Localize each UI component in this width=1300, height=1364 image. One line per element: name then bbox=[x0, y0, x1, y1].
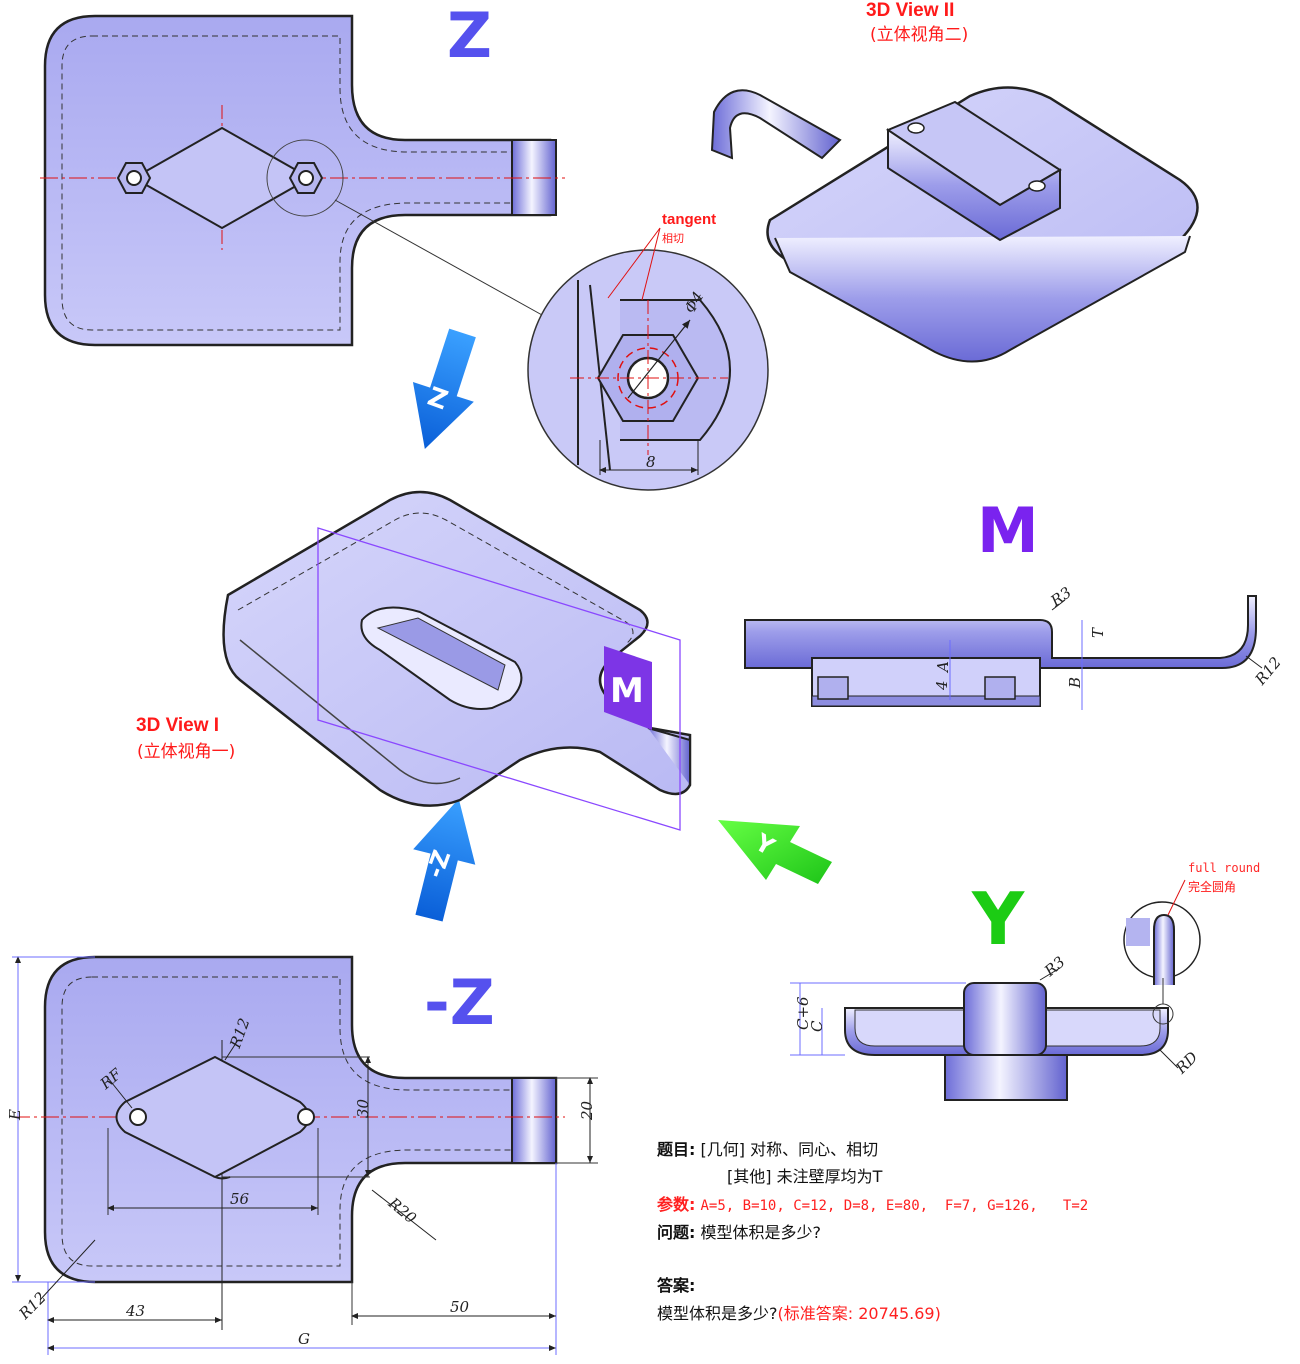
view3d-1-m-label: M bbox=[610, 671, 644, 711]
detail-leader bbox=[334, 199, 561, 326]
dim-r12-bottom: R12 bbox=[15, 1289, 50, 1324]
y-view-boss-lower bbox=[944, 1051, 1068, 1101]
answer-question: 模型体积是多少? bbox=[657, 1304, 778, 1323]
detail-view bbox=[527, 227, 769, 491]
dim-8: 8 bbox=[646, 453, 656, 471]
dim-y-rd: RD bbox=[1171, 1048, 1201, 1078]
view3d-2-hook bbox=[710, 89, 842, 160]
dim-30: 30 bbox=[354, 1098, 372, 1118]
callout-tangent-cn: 相切 bbox=[662, 232, 684, 245]
answer-label: 答案: bbox=[657, 1276, 696, 1295]
dim-20: 20 bbox=[578, 1100, 596, 1121]
problem-question-label: 问题: bbox=[657, 1223, 696, 1242]
problem-params-row: 参数: A=5, B=10, C=12, D=8, E=80, F=7, G=1… bbox=[657, 1191, 1088, 1215]
view3d-1-section-plane bbox=[317, 527, 681, 831]
view-label-y: Y bbox=[971, 877, 1025, 961]
dim-y-c: C bbox=[808, 1020, 826, 1032]
problem-question: 模型体积是多少? bbox=[700, 1223, 822, 1242]
dim-m-a: A bbox=[934, 661, 952, 674]
dim-m-t: T bbox=[1089, 627, 1107, 638]
arrow-neg-z bbox=[413, 798, 476, 922]
dim-e: E bbox=[6, 1109, 24, 1121]
view3d-2 bbox=[710, 86, 1199, 363]
problem-question-row: 问题: 模型体积是多少? bbox=[657, 1219, 821, 1243]
dim-y-r3: R3 bbox=[1040, 953, 1068, 981]
dim-r20: R20 bbox=[384, 1193, 420, 1227]
arrow-y bbox=[718, 820, 832, 884]
m-view-tray bbox=[744, 595, 1257, 669]
dim-50: 50 bbox=[450, 1298, 470, 1316]
view3d-1-subtitle: (立体视角一) bbox=[137, 742, 235, 762]
callout-tangent-en: tangent bbox=[662, 211, 716, 228]
z-view-hole-left bbox=[126, 170, 142, 186]
view-label-z: Z bbox=[447, 0, 492, 72]
callout-full-round-en: full round bbox=[1188, 861, 1260, 875]
dim-g: G bbox=[298, 1330, 310, 1348]
problem-title-label: 题目: bbox=[657, 1140, 696, 1159]
dim-m-r3: R3 bbox=[1047, 583, 1075, 610]
answer-row: 模型体积是多少?(标准答案: 20745.69) bbox=[657, 1300, 941, 1324]
view-label-neg-z: -Z bbox=[424, 966, 495, 1039]
view-label-m: M bbox=[977, 494, 1039, 567]
problem-params: A=5, B=10, C=12, D=8, E=80, F=7, G=126, … bbox=[700, 1198, 1089, 1214]
dim-y-c6: C+6 bbox=[794, 996, 812, 1030]
view3d-2-title: 3D View II bbox=[866, 0, 954, 21]
dim-56: 56 bbox=[230, 1190, 250, 1208]
problem-title-row: 题目: [几何] 对称、同心、相切 bbox=[657, 1136, 878, 1160]
z-view-detail-ring bbox=[266, 139, 344, 217]
view3d-2-subtitle: (立体视角二) bbox=[870, 25, 968, 45]
view3d-1-m-marker bbox=[604, 646, 652, 730]
y-view-hook-bend bbox=[963, 982, 1047, 1056]
z-view-hole-right bbox=[298, 170, 314, 186]
problem-line2: [其他] 未注壁厚均为T bbox=[727, 1167, 883, 1186]
arrow-z bbox=[412, 328, 476, 449]
z-view-inner-edge bbox=[61, 35, 531, 331]
callout-full-round-cn: 完全圆角 bbox=[1188, 879, 1236, 894]
problem-params-label: 参数: bbox=[657, 1195, 696, 1214]
dim-m-4: 4 bbox=[933, 680, 951, 691]
z-view-diamond-boss bbox=[131, 126, 313, 230]
view3d-1-title: 3D View I bbox=[136, 715, 219, 736]
neg-z-view bbox=[12, 955, 598, 1355]
answer-value: (标准答案: 20745.69) bbox=[777, 1304, 941, 1323]
y-view bbox=[790, 879, 1201, 1101]
dim-m-r12: R12 bbox=[1251, 653, 1285, 689]
view3d-1 bbox=[222, 490, 692, 831]
z-view bbox=[40, 14, 565, 347]
problem-line1: [几何] 对称、同心、相切 bbox=[700, 1140, 879, 1159]
dim-43: 43 bbox=[125, 1302, 145, 1320]
m-view bbox=[744, 595, 1263, 710]
dim-m-b: B bbox=[1066, 677, 1084, 689]
